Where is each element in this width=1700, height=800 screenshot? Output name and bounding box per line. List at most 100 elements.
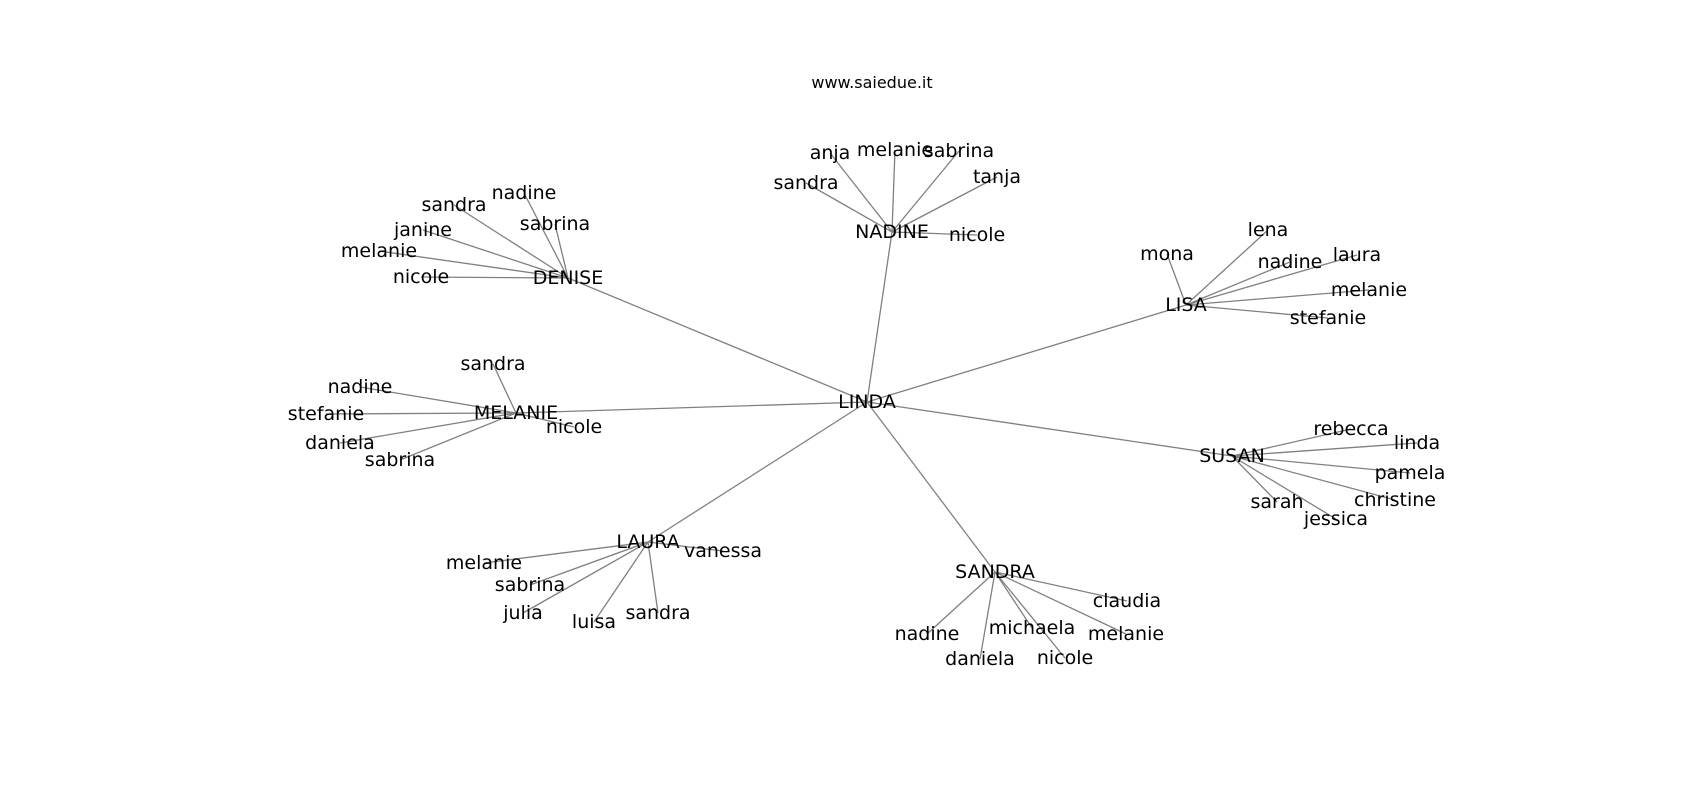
leaf-node-susan-jessica: jessica — [1303, 508, 1368, 530]
edge-laura-sandra — [647, 541, 659, 614]
leaf-node-laura-sabrina: sabrina — [495, 574, 565, 596]
leaf-node-lisa-stefanie: stefanie — [1290, 307, 1366, 329]
edge-melanie-sabrina — [399, 412, 517, 461]
leaf-node-melanie-stefanie: stefanie — [288, 403, 364, 425]
leaf-node-laura-melanie: melanie — [446, 552, 522, 574]
hub-node-lisa: LISA — [1165, 294, 1207, 316]
edge-laura-julia — [522, 541, 649, 614]
leaf-node-denise-melanie: melanie — [341, 240, 417, 262]
edge-susan-christine — [1231, 455, 1396, 501]
site-url-label: www.saiedue.it — [811, 73, 932, 92]
leaf-node-sandra-claudia: claudia — [1093, 590, 1161, 612]
edge-susan-pamela — [1231, 455, 1411, 474]
leaf-node-sandra-melanie: melanie — [1088, 623, 1164, 645]
leaf-node-lisa-mona: mona — [1140, 243, 1194, 265]
leaf-node-laura-vanessa: vanessa — [684, 540, 762, 562]
leaf-node-laura-julia: julia — [502, 602, 543, 624]
leaf-node-lisa-nadine: nadine — [1258, 251, 1323, 273]
leaf-node-nadine-melanie: melanie — [857, 139, 933, 161]
edge-linda-laura — [647, 401, 868, 543]
edge-melanie-sandra — [492, 363, 517, 414]
leaf-node-melanie-nicole: nicole — [546, 416, 602, 438]
edge-lisa-mona — [1166, 253, 1187, 306]
edge-nadine-sandra — [805, 182, 893, 233]
edge-nadine-sabrina — [891, 150, 960, 233]
leaf-node-melanie-nadine: nadine — [328, 376, 393, 398]
edge-lisa-nadine — [1185, 261, 1291, 306]
edge-sandra-michaela — [994, 571, 1033, 629]
leaf-node-denise-nadine: nadine — [492, 182, 557, 204]
edge-melanie-nadine — [359, 386, 517, 414]
leaf-node-nadine-nicole: nicole — [949, 224, 1005, 246]
edge-nadine-nicole — [891, 231, 978, 236]
hub-node-denise: DENISE — [533, 267, 604, 289]
edge-melanie-stefanie — [325, 412, 517, 415]
leaf-node-nadine-sabrina: sabrina — [924, 140, 994, 162]
leaf-node-denise-janine: janine — [393, 219, 452, 241]
leaf-node-melanie-sabrina: sabrina — [365, 449, 435, 471]
hub-node-sandra: SANDRA — [955, 561, 1035, 583]
leaf-node-susan-rebecca: rebecca — [1313, 418, 1388, 440]
leaf-node-denise-sabrina: sabrina — [520, 213, 590, 235]
leaf-node-sandra-nicole: nicole — [1037, 647, 1093, 669]
edge-sandra-nadine — [926, 571, 996, 635]
leaf-node-susan-linda: linda — [1394, 432, 1440, 454]
labels-layer: LINDADENISEnadinesandrasabrinajaninemela… — [288, 139, 1446, 670]
edge-lisa-laura — [1185, 254, 1358, 306]
leaf-node-sandra-daniela: daniela — [945, 648, 1015, 670]
leaf-node-susan-sarah: sarah — [1250, 491, 1303, 513]
edge-susan-linda — [1231, 442, 1418, 457]
edge-sandra-claudia — [994, 571, 1128, 602]
edge-laura-vanessa — [647, 541, 724, 552]
edge-lisa-lena — [1185, 229, 1269, 306]
leaf-node-sandra-nadine: nadine — [895, 623, 960, 645]
edge-denise-melanie — [378, 250, 569, 279]
edge-lisa-melanie — [1185, 289, 1370, 306]
leaf-node-sandra-michaela: michaela — [989, 617, 1076, 639]
edge-susan-rebecca — [1231, 428, 1352, 457]
edge-nadine-anja — [829, 152, 893, 233]
leaf-node-susan-christine: christine — [1354, 489, 1436, 511]
leaf-node-laura-sandra: sandra — [625, 602, 690, 624]
edge-denise-sandra — [453, 204, 569, 279]
leaf-node-nadine-tanja: tanja — [973, 166, 1021, 188]
edge-denise-sabrina — [554, 223, 569, 279]
edge-melanie-daniela — [339, 412, 517, 444]
leaf-node-melanie-daniela: daniela — [305, 432, 375, 454]
leaf-node-denise-nicole: nicole — [393, 266, 449, 288]
edge-sandra-nicole — [994, 571, 1066, 659]
edge-denise-janine — [422, 229, 569, 279]
leaf-node-nadine-sandra: sandra — [773, 172, 838, 194]
edge-lisa-stefanie — [1185, 304, 1329, 319]
edge-linda-melanie — [515, 401, 868, 414]
edge-laura-sabrina — [529, 541, 649, 586]
edge-linda-denise — [567, 277, 868, 403]
edge-susan-jessica — [1231, 455, 1337, 520]
edge-nadine-melanie — [891, 149, 896, 233]
leaf-node-susan-pamela: pamela — [1375, 462, 1446, 484]
hub-node-susan: SUSAN — [1199, 445, 1265, 467]
edge-sandra-daniela — [979, 571, 996, 660]
edge-linda-nadine — [866, 231, 893, 403]
edge-melanie-nicole — [515, 412, 575, 428]
edge-linda-susan — [866, 401, 1233, 457]
leaf-node-nadine-anja: anja — [810, 142, 851, 164]
leaf-node-lisa-melanie: melanie — [1331, 279, 1407, 301]
edge-linda-sandra — [866, 401, 996, 573]
edges-layer — [325, 149, 1418, 660]
edge-susan-sarah — [1231, 455, 1278, 503]
edge-denise-nicole — [420, 276, 569, 279]
edge-linda-lisa — [866, 304, 1187, 403]
hub-node-nadine: NADINE — [855, 221, 929, 243]
edge-denise-nadine — [523, 192, 569, 279]
node-linda-center: LINDA — [838, 391, 896, 413]
leaf-node-melanie-sandra: sandra — [460, 353, 525, 375]
hub-node-melanie: MELANIE — [474, 402, 558, 424]
leaf-node-denise-sandra: sandra — [421, 194, 486, 216]
edge-laura-luisa — [593, 541, 649, 623]
leaf-node-lisa-lena: lena — [1248, 219, 1289, 241]
edge-sandra-melanie — [994, 571, 1127, 635]
edge-laura-melanie — [483, 541, 649, 564]
edge-nadine-tanja — [891, 176, 998, 233]
